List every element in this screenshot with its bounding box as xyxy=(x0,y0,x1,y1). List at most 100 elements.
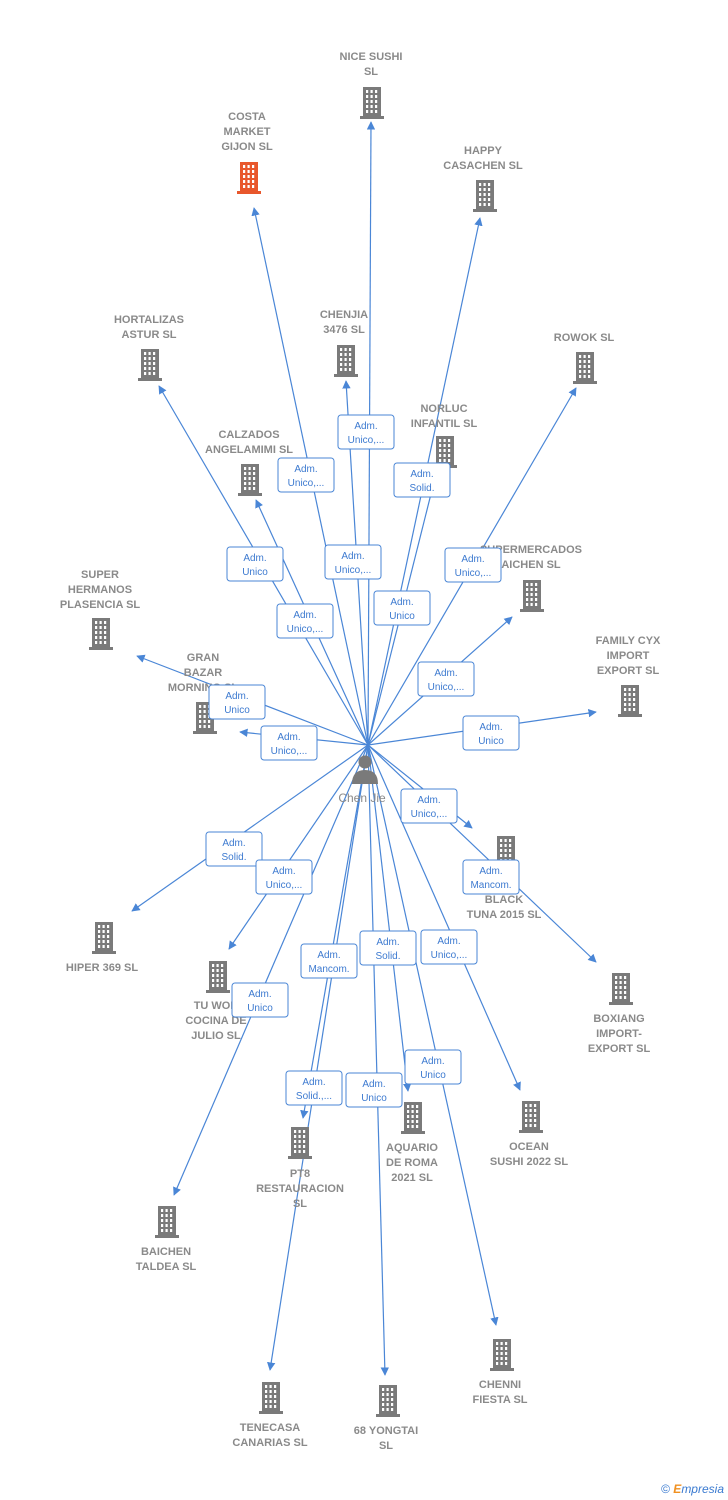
building-icon xyxy=(490,1339,514,1371)
building-icon xyxy=(155,1206,179,1238)
copyright-icon: © xyxy=(661,1482,670,1496)
role-label: Adm.Unico,... xyxy=(335,551,372,576)
building-icon xyxy=(92,922,116,954)
role-label: Adm.Unico,... xyxy=(411,795,448,820)
building-icon xyxy=(259,1382,283,1414)
role-badge-tenecasa-canarias[interactable]: Adm.Mancom. xyxy=(300,943,358,979)
role-label: Adm.Solid. xyxy=(375,937,400,962)
role-label: Adm.Unico xyxy=(224,691,250,716)
edge-aquario-roma xyxy=(367,744,412,1092)
role-label: Adm.Unico xyxy=(389,597,415,622)
role-badge-rowok[interactable]: Adm.Unico,... xyxy=(444,547,502,583)
role-label: Adm.Solid. xyxy=(409,469,434,494)
role-badge-tu-wok[interactable]: Adm.Unico,... xyxy=(255,859,313,895)
company-node-rowok[interactable]: ROWOK SL xyxy=(554,332,615,384)
role-label: Adm.Unico,... xyxy=(287,610,324,635)
building-icon xyxy=(334,345,358,377)
role-badge-aquario-roma[interactable]: Adm.Unico xyxy=(345,1072,403,1108)
role-label: Adm.Unico,... xyxy=(271,732,308,757)
building-icon xyxy=(206,961,230,993)
role-badge-supermercados-aichen[interactable]: Adm.Unico,... xyxy=(417,661,475,697)
role-badge-baichen-taldea[interactable]: Adm.Unico xyxy=(231,982,289,1018)
role-badge-hortalizas-astur[interactable]: Adm.Unico xyxy=(226,546,284,582)
edge-tu-wok xyxy=(228,744,369,950)
edge-hiper-369 xyxy=(131,744,369,912)
role-badge-chenjia-3476[interactable]: Adm.Unico,... xyxy=(324,544,382,580)
role-badge-black-tuna[interactable]: Adm.Unico,... xyxy=(400,788,458,824)
building-icon xyxy=(520,580,544,612)
brand-logo-initial: E xyxy=(673,1482,682,1496)
role-label: Adm.Unico,... xyxy=(428,668,465,693)
role-label: Adm.Mancom. xyxy=(308,950,349,975)
edge-pt8 xyxy=(300,744,369,1119)
role-badge-happy-casachen[interactable]: Adm.Solid. xyxy=(393,462,451,498)
role-badge-super-hermanos[interactable]: Adm.Unico xyxy=(208,684,266,720)
role-label: Adm.Unico xyxy=(478,722,504,747)
role-badge-boxiang[interactable]: Adm.Mancom. xyxy=(462,859,520,895)
role-label: Adm.Unico xyxy=(361,1079,387,1104)
building-icon xyxy=(288,1127,312,1159)
role-badge-calzados-angelamimi[interactable]: Adm.Unico,... xyxy=(276,603,334,639)
person-name: Chen Jie xyxy=(338,791,386,805)
brand-logo-text: mpresia xyxy=(681,1482,724,1496)
edge-68-yongtai xyxy=(367,744,389,1376)
role-label: Adm.Unico,... xyxy=(348,421,385,446)
role-badge-nice-sushi[interactable]: Adm.Unico,... xyxy=(337,414,395,450)
company-label: ROWOK SL xyxy=(554,332,615,344)
role-badge-pt8[interactable]: Adm.Solid.,... xyxy=(285,1070,343,1106)
person-node[interactable]: Chen Jie xyxy=(338,755,386,806)
building-icon xyxy=(360,87,384,119)
role-badge-costa-market[interactable]: Adm.Unico,... xyxy=(277,457,335,493)
role-badge-68-yongtai[interactable]: Adm.Solid. xyxy=(359,930,417,966)
edge-baichen-taldea xyxy=(173,744,369,1196)
role-badge-chenni-fiesta[interactable]: Adm.Unico xyxy=(404,1049,462,1085)
building-icon xyxy=(89,618,113,650)
role-badge-family-cyx[interactable]: Adm.Unico xyxy=(462,715,520,751)
building-icon xyxy=(573,352,597,384)
building-icon xyxy=(473,180,497,212)
role-label: Adm.Unico xyxy=(242,553,268,578)
building-icon xyxy=(609,973,633,1005)
building-icon xyxy=(138,349,162,381)
edge-boxiang xyxy=(367,744,597,963)
company-node-hiper-369[interactable]: HIPER 369 SL xyxy=(66,922,138,974)
role-badge-gran-bazar[interactable]: Adm.Unico,... xyxy=(260,725,318,761)
role-badge-hiper-369[interactable]: Adm.Solid. xyxy=(205,831,263,867)
role-badge-ocean-sushi[interactable]: Adm.Unico,... xyxy=(420,929,478,965)
role-label: Adm.Unico,... xyxy=(288,464,325,489)
role-badge-norluc-infantil[interactable]: Adm.Unico xyxy=(373,590,431,626)
footer-brand: © Empresia xyxy=(661,1482,724,1496)
edge-tenecasa-canarias xyxy=(267,744,369,1371)
role-label: Adm.Unico xyxy=(420,1056,446,1081)
